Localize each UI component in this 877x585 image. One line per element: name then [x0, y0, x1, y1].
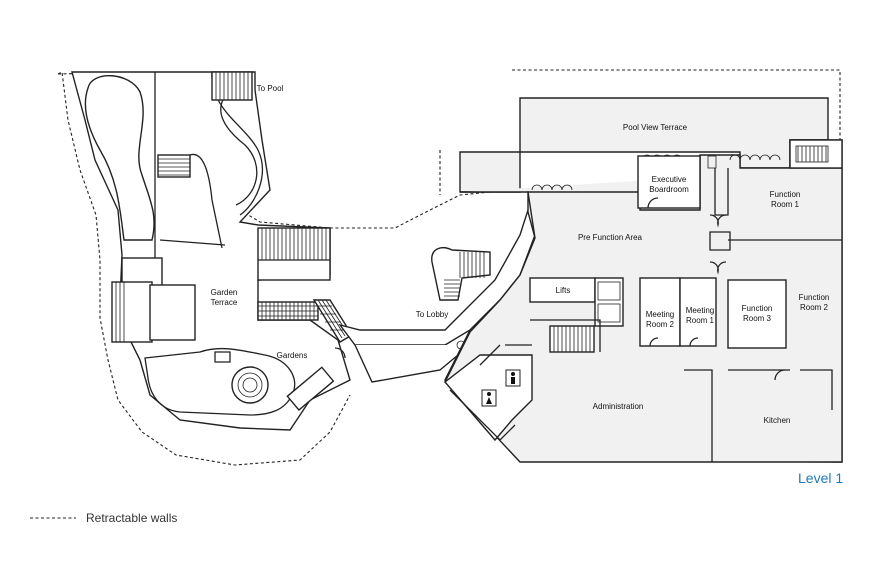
label-gardens: Gardens	[277, 351, 308, 360]
label-function-room-1-a: Function	[770, 190, 801, 199]
label-function-room-1-b: Room 1	[771, 200, 800, 209]
label-lifts: Lifts	[556, 286, 571, 295]
label-to-pool: To Pool	[257, 84, 284, 93]
garden-terrace-area	[71, 71, 353, 431]
label-kitchen: Kitchen	[764, 416, 791, 425]
stairs-west-icon	[157, 154, 191, 178]
restroom-male-icon	[505, 369, 521, 387]
level-label: Level 1	[798, 470, 843, 486]
label-meeting-room-1-b: Room 1	[686, 316, 715, 325]
walkway-pattern	[257, 299, 353, 343]
label-pre-function-area: Pre Function Area	[578, 233, 643, 242]
label-pool-view-terrace: Pool View Terrace	[623, 123, 688, 132]
label-function-room-3-a: Function	[742, 304, 773, 313]
stairs-central-icon	[549, 325, 595, 353]
stairs-to-lobby-icon	[431, 247, 491, 301]
label-meeting-room-2-b: Room 2	[646, 320, 675, 329]
stairs-to-pool-icon	[211, 71, 253, 101]
label-administration: Administration	[593, 402, 644, 411]
label-garden-terrace-2: Terrace	[211, 298, 238, 307]
restroom-female-icon	[481, 389, 497, 407]
label-function-room-3-b: Room 3	[743, 314, 772, 323]
label-function-room-2-a: Function	[799, 293, 830, 302]
legend: Retractable walls	[30, 511, 177, 525]
label-meeting-room-2-a: Meeting	[646, 310, 674, 319]
fountain-icon	[231, 366, 269, 404]
label-garden-terrace-1: Garden	[211, 288, 238, 297]
legend-retractable-walls-label: Retractable walls	[86, 511, 177, 525]
stairs-northeast-icon	[789, 139, 843, 169]
label-function-room-2-b: Room 2	[800, 303, 829, 312]
lobby-connector	[334, 207, 536, 383]
label-executive-boardroom-2: Boardroom	[649, 185, 689, 194]
room-labels: To Pool Pool View Terrace Executive Boar…	[211, 84, 830, 425]
label-to-lobby: To Lobby	[416, 310, 448, 319]
label-meeting-room-1-a: Meeting	[686, 306, 714, 315]
label-executive-boardroom-1: Executive	[652, 175, 687, 184]
east-wing	[443, 97, 843, 463]
